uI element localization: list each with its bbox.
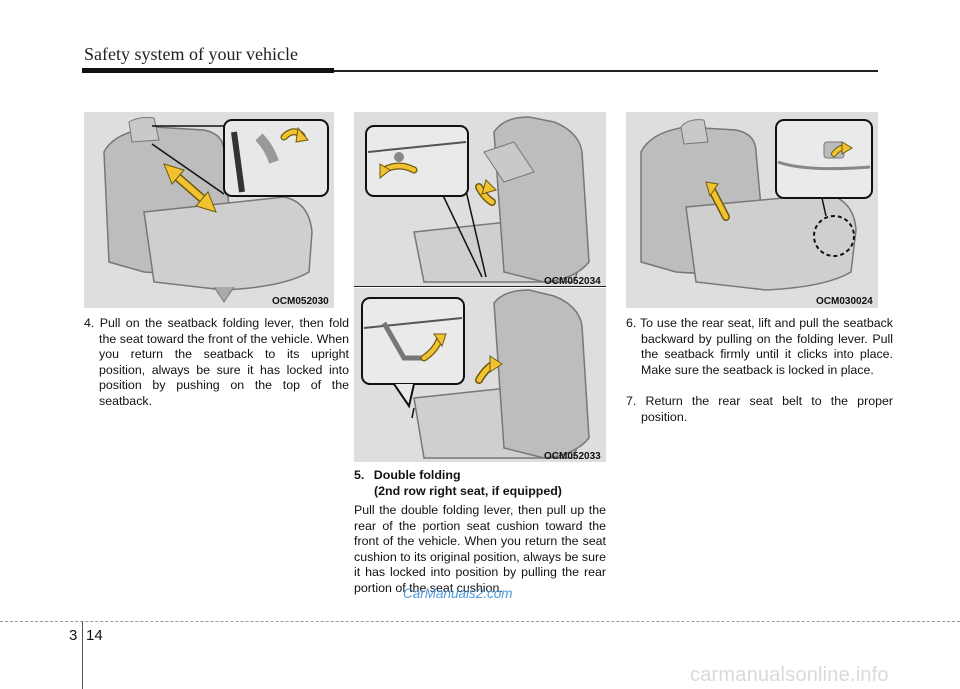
figure-divider <box>354 286 606 287</box>
page-header-title: Safety system of your vehicle <box>84 44 298 64</box>
step-6: 6. To use the rear seat, lift and pull t… <box>626 316 893 378</box>
watermark-inline[interactable]: CarManuals2.com <box>403 586 513 601</box>
step-5-text: Pull the double folding lever, then pull… <box>354 503 606 595</box>
step-4-text: Pull on the seatback folding lever, then… <box>99 316 349 408</box>
step-5: 5. Double folding (2nd row right seat, i… <box>354 468 606 596</box>
step-5-title: Double folding <box>373 468 461 482</box>
step-5-number: 5. <box>354 468 365 482</box>
figure-code: OCM052034 <box>544 276 601 287</box>
step-7: 7. Return the rear seat belt to the prop… <box>626 394 893 425</box>
header-rule-thin <box>334 70 878 72</box>
figure-code: OCM052033 <box>544 451 601 462</box>
footer-divider <box>82 621 83 689</box>
footer-rule <box>0 621 960 622</box>
figure-code: OCM052030 <box>272 296 329 307</box>
page-number: 14 <box>86 627 103 644</box>
step-4-number: 4. <box>84 316 95 330</box>
chapter-number: 3 <box>69 627 78 644</box>
step-4: 4. Pull on the seatback folding lever, t… <box>84 316 349 409</box>
figure-seat-return <box>626 112 878 308</box>
step-5-subtitle: (2nd row right seat, if equipped) <box>374 483 562 498</box>
figure-code: OCM030024 <box>816 296 873 307</box>
header-rule-thick <box>82 68 334 73</box>
figure-double-fold-lift <box>354 288 606 462</box>
step-7-number: 7. <box>626 394 637 408</box>
step-6-text: To use the rear seat, lift and pull the … <box>639 316 894 377</box>
figure-seat-fold-lever <box>84 112 334 308</box>
step-7-text: Return the rear seat belt to the proper … <box>641 394 893 424</box>
watermark-site[interactable]: carmanualsonline.info <box>690 664 889 686</box>
step-6-number: 6. <box>626 316 637 330</box>
figure-double-fold-lever <box>354 112 606 287</box>
